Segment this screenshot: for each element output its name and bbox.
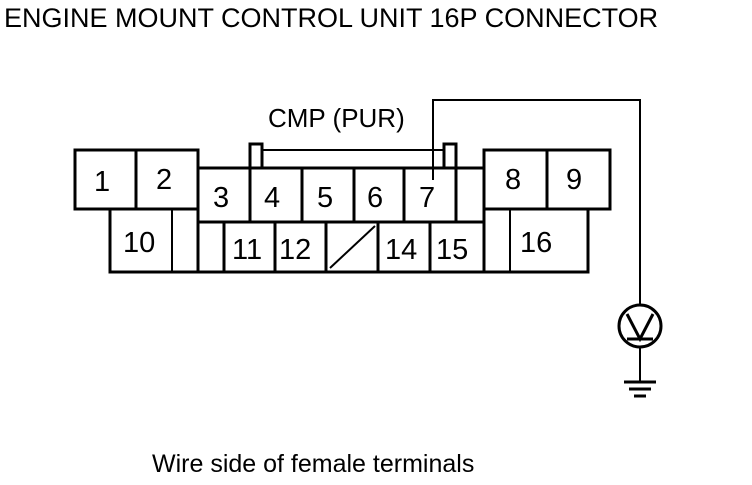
pin-6: 6 (367, 182, 383, 214)
pin-12: 12 (279, 234, 311, 266)
diagram-title: ENGINE MOUNT CONTROL UNIT 16P CONNECTOR (4, 3, 658, 33)
pin-labels: 1 2 3 4 5 6 7 8 9 10 11 12 14 15 16 (94, 164, 582, 266)
pin-3: 3 (213, 182, 229, 214)
pin-4: 4 (264, 182, 280, 214)
pin-1: 1 (94, 166, 110, 198)
pin-10: 10 (123, 227, 155, 259)
voltmeter-icon (617, 303, 663, 349)
pin-7: 7 (419, 182, 435, 214)
connector-body (73, 148, 612, 274)
pin-14: 14 (385, 234, 417, 266)
wire-label-cmp: CMP (PUR) (268, 103, 405, 133)
pin-5: 5 (317, 182, 333, 214)
pin-2: 2 (156, 164, 172, 196)
connector-lock-tabs (248, 142, 458, 168)
diagram-caption: Wire side of female terminals (152, 450, 474, 478)
unused-terminal-mark (329, 225, 376, 269)
pin-16: 16 (520, 227, 552, 259)
pin-8: 8 (505, 164, 521, 196)
ground-icon (624, 380, 656, 398)
pin-15: 15 (436, 234, 468, 266)
probe-wire (432, 99, 641, 305)
pin-11: 11 (232, 234, 262, 266)
pin-9: 9 (566, 164, 582, 196)
